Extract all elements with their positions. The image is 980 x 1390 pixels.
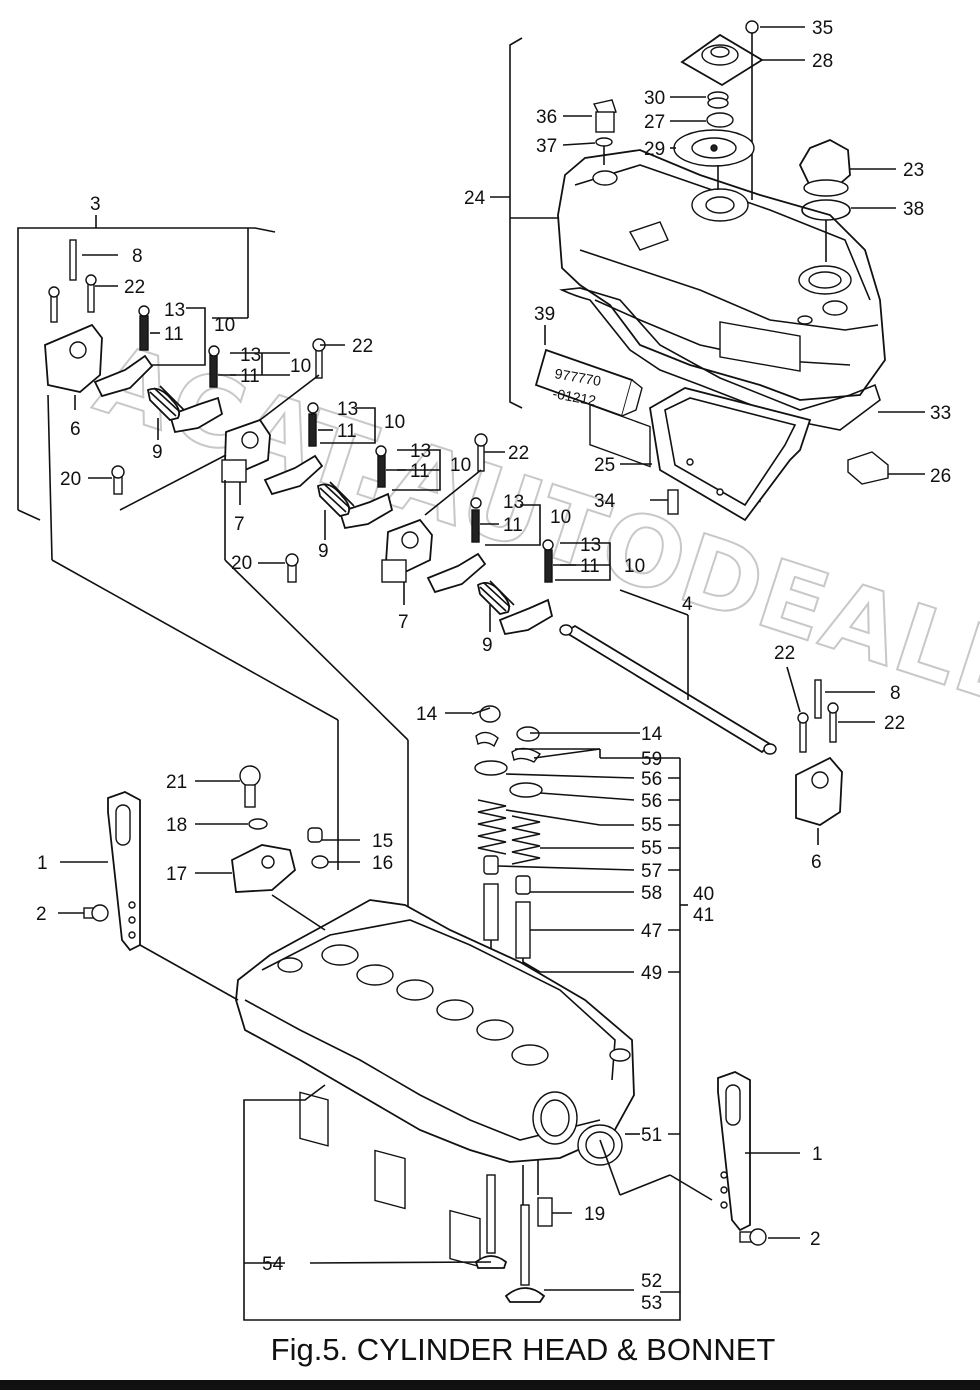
callout-20-b: 20: [231, 553, 252, 574]
callout-38: 38: [903, 199, 924, 220]
callout-2-right: 2: [810, 1229, 821, 1250]
callout-18: 18: [166, 815, 187, 836]
callout-9-b: 9: [318, 541, 329, 562]
callout-7-b: 7: [398, 612, 409, 633]
rocker-support-left: [44, 323, 103, 393]
callout-11-c: 11: [337, 421, 357, 442]
callout-10-d: 10: [450, 455, 471, 476]
callout-10-c: 10: [384, 412, 405, 433]
callout-58: 58: [641, 883, 662, 904]
callout-3: 3: [90, 194, 101, 215]
callout-25: 25: [594, 455, 615, 476]
callout-10-a: 10: [214, 315, 235, 336]
callout-29: 29: [644, 139, 665, 160]
cylinder-head: [235, 899, 635, 1163]
callout-8-left: 8: [132, 246, 143, 267]
callout-6-left: 6: [70, 419, 81, 440]
callout-10-e: 10: [550, 507, 571, 528]
callout-20-a: 20: [60, 469, 81, 490]
callout-22-b: 22: [352, 336, 373, 357]
bottom-border: [0, 1380, 980, 1390]
callout-4: 4: [682, 594, 693, 615]
callout-41: 41: [693, 905, 714, 926]
callout-10-f: 10: [624, 556, 645, 577]
callout-26: 26: [930, 466, 951, 487]
bonnet-gasket-plate: [649, 387, 812, 522]
callout-51: 51: [641, 1125, 662, 1146]
callout-22-c: 22: [508, 443, 529, 464]
callout-13-b: 13: [240, 345, 261, 366]
callout-47: 47: [641, 921, 662, 942]
callout-56-a: 56: [641, 769, 662, 790]
callout-55-a: 55: [641, 815, 662, 836]
callout-21: 21: [166, 772, 187, 793]
callout-54: 54: [262, 1254, 284, 1275]
callout-11-a: 11: [164, 324, 184, 345]
callout-57: 57: [641, 861, 662, 882]
callout-35: 35: [812, 18, 833, 39]
callout-13-c: 13: [337, 399, 358, 420]
callout-14-a: 14: [416, 704, 438, 725]
callout-15: 15: [372, 831, 393, 852]
callout-9-c: 9: [482, 635, 493, 656]
callout-33: 33: [930, 403, 951, 424]
rocker-arm-group: [17, 215, 875, 930]
callout-13-d: 13: [410, 441, 431, 462]
callout-22-e: 22: [884, 713, 905, 734]
callout-1-left: 1: [37, 853, 48, 874]
callout-11-b: 11: [240, 366, 260, 387]
callout-52: 52: [641, 1271, 662, 1292]
callout-36: 36: [536, 107, 557, 128]
callout-24: 24: [464, 188, 486, 209]
callout-40: 40: [693, 884, 714, 905]
callout-56-b: 56: [641, 791, 662, 812]
callout-17: 17: [166, 864, 187, 885]
callouts: 35 28 36 30 27 37 29 23 24 38 39 33 25 2…: [36, 18, 951, 1314]
callout-13-f: 13: [580, 535, 601, 556]
callout-11-d: 11: [410, 461, 430, 482]
callout-6-right: 6: [811, 852, 822, 873]
callout-7-a: 7: [234, 514, 245, 535]
bonnet-group: 977770 -01212: [509, 20, 925, 522]
callout-23: 23: [903, 160, 924, 181]
callout-49: 49: [641, 963, 662, 984]
callout-14-b: 14: [641, 724, 663, 745]
cylinder-head-group: [235, 899, 713, 1321]
callout-28: 28: [812, 51, 833, 72]
figure-caption: Fig.5. CYLINDER HEAD & BONNET: [270, 1332, 776, 1367]
rocker-support-right: [795, 756, 843, 826]
callout-8-right: 8: [890, 683, 901, 704]
callout-22-left: 22: [124, 277, 145, 298]
valve-train-group: [445, 705, 688, 1293]
callout-59: 59: [641, 749, 662, 770]
lifting-brackets: [58, 765, 800, 1246]
sealant-tube-code-2: -01212: [551, 385, 597, 408]
callout-9-a: 9: [152, 442, 163, 463]
callout-16: 16: [372, 853, 393, 874]
callout-39: 39: [534, 304, 555, 325]
mount-bracket: [231, 844, 297, 893]
callout-34: 34: [594, 491, 616, 512]
callout-37: 37: [536, 136, 557, 157]
callout-13-e: 13: [503, 492, 524, 513]
callout-19: 19: [584, 1204, 605, 1225]
callout-53: 53: [641, 1293, 662, 1314]
callout-27: 27: [644, 112, 665, 133]
callout-55-b: 55: [641, 838, 662, 859]
callout-1-right: 1: [812, 1144, 823, 1165]
callout-30: 30: [644, 88, 665, 109]
callout-11-f: 11: [580, 556, 600, 577]
callout-11-e: 11: [503, 515, 523, 536]
callout-22-d: 22: [774, 643, 795, 664]
callout-2-left: 2: [36, 904, 47, 925]
callout-10-b: 10: [290, 356, 311, 377]
callout-13-a: 13: [164, 300, 185, 321]
